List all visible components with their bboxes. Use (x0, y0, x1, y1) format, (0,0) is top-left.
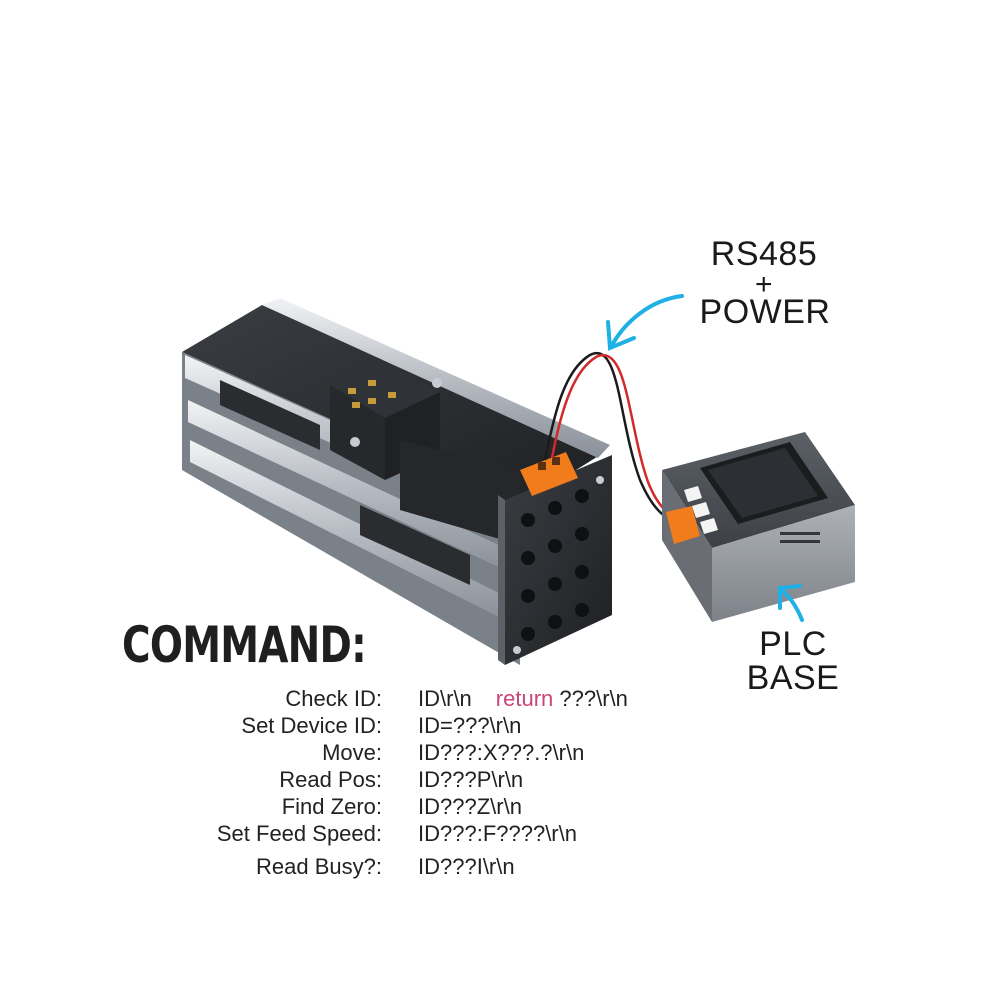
plc-base-unit (662, 432, 855, 622)
command-label: Check ID: (285, 685, 382, 711)
command-label: Read Busy?: (256, 853, 382, 879)
rs485-arrow-icon (606, 294, 684, 351)
command-code: ID???Z\r\n (418, 793, 522, 819)
command-code: ID???I\r\n (418, 853, 515, 879)
command-row-set-device-id: Set Device ID: ID=???\r\n (150, 712, 710, 739)
command-code-text: ID\r\n (418, 685, 472, 711)
command-list: Check ID: ID\r\n return ???\r\n Set Devic… (150, 685, 710, 880)
power-label: POWER (699, 293, 831, 331)
command-label: Read Pos: (279, 766, 382, 792)
rs485-label: RS485 (710, 235, 818, 273)
command-code: ID=???\r\n (418, 712, 522, 738)
command-title: COMMAND: (122, 616, 367, 674)
command-row-check-id: Check ID: ID\r\n return ???\r\n (150, 685, 710, 712)
command-row-move: Move: ID???:X???.?\r\n (150, 739, 710, 766)
command-code: ID\r\n return ???\r\n (418, 686, 628, 712)
plus-label: + (754, 268, 774, 301)
linear-slide-module (182, 298, 612, 665)
command-row-set-feed-speed: Set Feed Speed: ID???:F????\r\n (150, 820, 710, 847)
command-label: Move: (322, 739, 382, 765)
command-row-read-pos: Read Pos: ID???P\r\n (150, 766, 710, 793)
command-code: ID???P\r\n (418, 766, 524, 792)
command-code: ID???:X???.?\r\n (418, 739, 585, 765)
command-row-read-busy: Read Busy?: ID???I\r\n (150, 853, 710, 880)
command-return-word: return (495, 685, 554, 711)
command-return-value: ???\r\n (559, 685, 628, 711)
command-label: Set Feed Speed: (216, 820, 382, 846)
command-label: Find Zero: (281, 793, 382, 819)
plc-arrow-icon (778, 584, 804, 622)
command-code: ID???:F????\r\n (418, 820, 577, 846)
command-label: Set Device ID: (241, 712, 382, 738)
plc-label: PLC (759, 625, 827, 663)
cable (543, 351, 689, 523)
base-label: BASE (746, 659, 840, 697)
command-row-find-zero: Find Zero: ID???Z\r\n (150, 793, 710, 820)
